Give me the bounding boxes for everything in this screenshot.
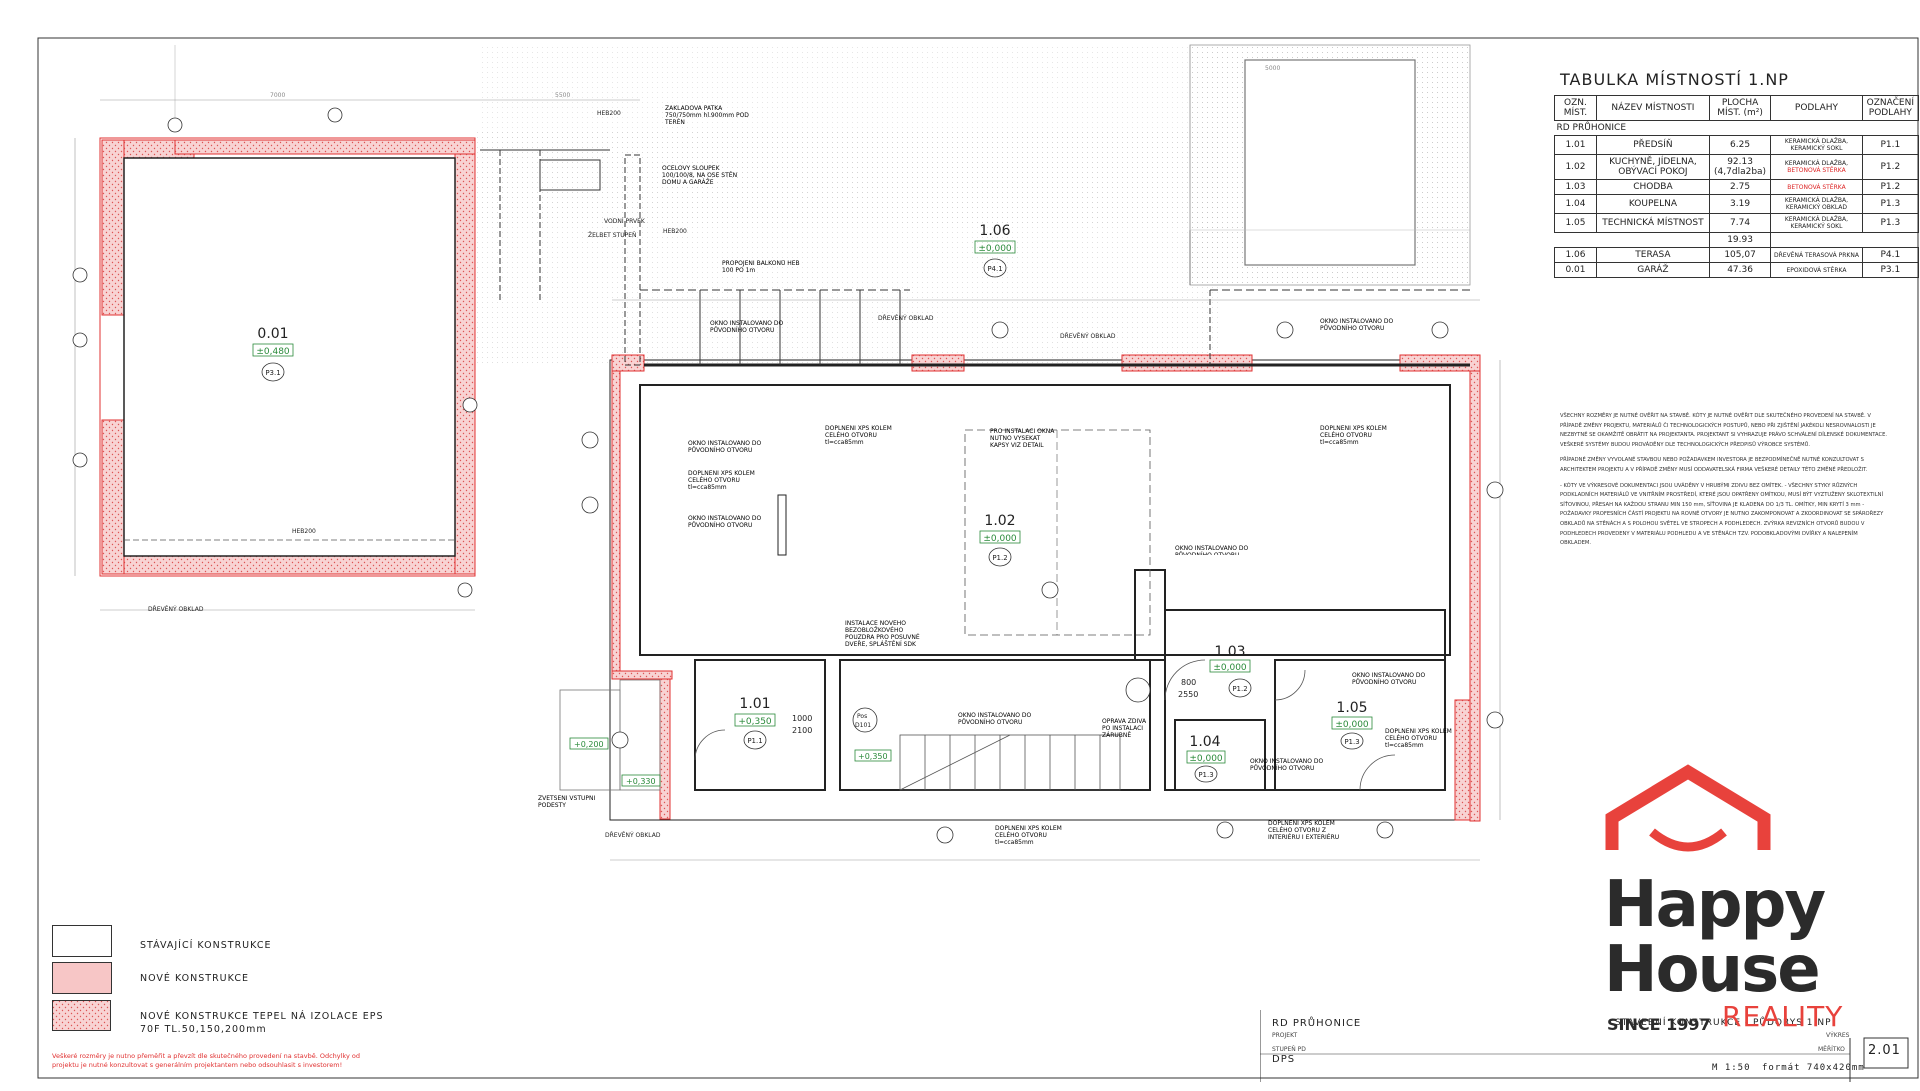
svg-text:+0,200: +0,200 bbox=[574, 740, 604, 749]
svg-text:P1.3: P1.3 bbox=[1344, 738, 1359, 746]
svg-text:±0,000: ±0,000 bbox=[983, 534, 1017, 544]
svg-text:1.01: 1.01 bbox=[739, 696, 770, 712]
grid-markers bbox=[72, 107, 1504, 844]
svg-text:±0,000: ±0,000 bbox=[1335, 720, 1369, 730]
svg-text:1000: 1000 bbox=[792, 714, 812, 723]
svg-text:D101: D101 bbox=[855, 722, 871, 729]
drawing-name: STAVEBNÍ KONSTRUKCE - PŮDORYS 1.NP bbox=[1615, 1018, 1832, 1028]
svg-text:1.02: 1.02 bbox=[984, 513, 1015, 529]
svg-text:DŘEVĚNÝ OBKLAD: DŘEVĚNÝ OBKLAD bbox=[605, 831, 661, 839]
stage-value: DPS bbox=[1272, 1054, 1296, 1065]
room-label-1-06: 1.06 ±0,000 P4.1 bbox=[974, 223, 1016, 278]
stair bbox=[899, 734, 1121, 791]
stage-label: STUPEŇ PD bbox=[1272, 1046, 1306, 1053]
room-table-title: TABULKA MÍSTNOSTÍ 1.NP bbox=[1560, 70, 1789, 89]
svg-text:P1.2: P1.2 bbox=[1232, 685, 1247, 693]
svg-text:1.03: 1.03 bbox=[1214, 644, 1245, 660]
room-label-1-03: 1.03 ±0,000 P1.2 bbox=[1209, 644, 1252, 698]
svg-text:1.05: 1.05 bbox=[1336, 700, 1367, 716]
room-table: OZN. MÍST. NÁZEV MÍSTNOSTI PLOCHA MÍST. … bbox=[1554, 95, 1920, 278]
drawing-label: VÝKRES bbox=[1826, 1032, 1850, 1039]
svg-text:1.06: 1.06 bbox=[979, 223, 1010, 239]
table-section: RD PRŮHONICE bbox=[1554, 120, 1919, 136]
svg-text:+0,330: +0,330 bbox=[626, 777, 656, 786]
table-total: 19.93 bbox=[1555, 232, 1919, 248]
svg-text:P1.2: P1.2 bbox=[992, 554, 1007, 562]
logo-reality: REALITY bbox=[1722, 1000, 1844, 1033]
general-notes: VŠECHNY ROZMĚRY JE NUTNÉ OVĚŘIT NA STAVB… bbox=[1560, 413, 1888, 547]
legend-label: NOVÉ KONSTRUKCE TEPEL NÁ IZOLACE EPS 70F… bbox=[140, 1011, 384, 1035]
svg-text:+0,350: +0,350 bbox=[858, 752, 888, 761]
room-level: ±0,480 bbox=[256, 347, 290, 357]
svg-text:P1.1: P1.1 bbox=[747, 737, 762, 745]
svg-text:Pos: Pos bbox=[857, 713, 867, 720]
room-label-0-01: 0.01 ±0,480 P3.1 bbox=[252, 326, 294, 382]
happy-house-logo bbox=[1605, 764, 1771, 852]
svg-text:±0,000: ±0,000 bbox=[978, 244, 1012, 254]
svg-text:7000: 7000 bbox=[270, 92, 285, 99]
existing-building-outline bbox=[1189, 44, 1471, 286]
format-value: formát 740x420mm bbox=[1762, 1063, 1865, 1073]
svg-text:1.04: 1.04 bbox=[1189, 734, 1220, 750]
house-walls bbox=[74, 99, 1501, 861]
svg-text:DŘEVĚNÝ OBKLAD: DŘEVĚNÝ OBKLAD bbox=[148, 605, 204, 613]
room-label-1-04: 1.04 ±0,000 P1.3 bbox=[1186, 734, 1226, 783]
legend-swatch-insulation bbox=[52, 1000, 111, 1031]
smile-icon bbox=[1649, 828, 1727, 852]
project-name: RD PRŮHONICE bbox=[1272, 1018, 1362, 1029]
legend-swatch-existing bbox=[52, 925, 112, 957]
legend-swatch-new bbox=[52, 962, 112, 994]
svg-text:VODNÍ PRVEK: VODNÍ PRVEK bbox=[604, 218, 646, 225]
project-label: PROJEKT bbox=[1272, 1032, 1298, 1039]
title-block-lines bbox=[1260, 1010, 1909, 1082]
svg-text:HEB200: HEB200 bbox=[597, 110, 621, 117]
svg-text:5500: 5500 bbox=[555, 92, 570, 99]
svg-text:5000: 5000 bbox=[1265, 65, 1280, 72]
room-label-1-01: 1.01 +0,350 P1.1 bbox=[734, 696, 776, 750]
logo-house: House bbox=[1604, 933, 1821, 1007]
svg-text:HEB200: HEB200 bbox=[292, 528, 316, 535]
terrace-area bbox=[475, 130, 1220, 365]
svg-text:2100: 2100 bbox=[792, 726, 812, 735]
svg-text:2550: 2550 bbox=[1178, 690, 1198, 699]
scale-value: M 1:50 bbox=[1712, 1063, 1751, 1073]
house-roof-icon bbox=[1605, 764, 1771, 850]
drawing-number: 2.01 bbox=[1868, 1043, 1901, 1058]
room-code: P3.1 bbox=[265, 369, 280, 377]
svg-text:800: 800 bbox=[1181, 678, 1196, 687]
table-header: OZN. MÍST. NÁZEV MÍSTNOSTI PLOCHA MÍST. … bbox=[1554, 95, 1920, 121]
svg-text:±0,000: ±0,000 bbox=[1189, 754, 1223, 764]
footer-note: Veškeré rozměry je nutno přeměřit a přev… bbox=[52, 1052, 360, 1069]
svg-text:±0,000: ±0,000 bbox=[1213, 663, 1247, 673]
room-label-1-05: 1.05 ±0,000 P1.3 bbox=[1331, 700, 1373, 750]
svg-text:HEB200: HEB200 bbox=[663, 228, 687, 235]
annotations: HEB200 HEB200 HEB200 ZÁKLADOVÁ PATKA 750… bbox=[148, 65, 1452, 846]
garage-walls bbox=[99, 137, 476, 577]
scale-label: MĚŘÍTKO bbox=[1818, 1046, 1845, 1053]
svg-text:ŽELBET STUPEŇ: ŽELBET STUPEŇ bbox=[588, 231, 637, 239]
svg-text:DŘEVĚNÝ OBKLAD: DŘEVĚNÝ OBKLAD bbox=[878, 314, 934, 322]
logo-since: SINCE 1997 bbox=[1607, 1015, 1711, 1034]
legend-label: STÁVAJÍCÍ KONSTRUKCE bbox=[140, 940, 272, 951]
legend-label: NOVÉ KONSTRUKCE bbox=[140, 973, 249, 984]
room-label-1-02: 1.02 ±0,000 P1.2 bbox=[979, 513, 1021, 567]
svg-text:P1.3: P1.3 bbox=[1198, 771, 1213, 779]
svg-text:P4.1: P4.1 bbox=[987, 265, 1002, 273]
sheet-border bbox=[37, 37, 1919, 1079]
logo-happy: Happy bbox=[1604, 868, 1826, 942]
svg-text:+0,350: +0,350 bbox=[738, 717, 772, 727]
svg-text:DŘEVĚNÝ OBKLAD: DŘEVĚNÝ OBKLAD bbox=[1060, 332, 1116, 340]
room-id: 0.01 bbox=[257, 326, 288, 342]
